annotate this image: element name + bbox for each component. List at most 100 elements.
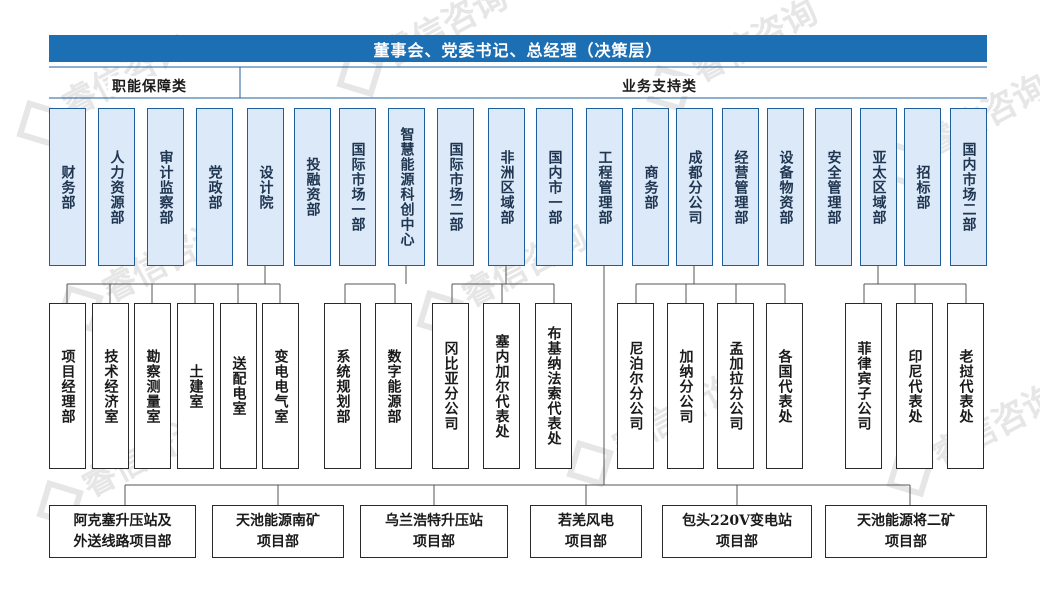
project-label-line1: 乌兰浩特升压站 bbox=[385, 512, 483, 529]
project-label-line2: 项目部 bbox=[413, 533, 455, 550]
project-box: 阿克塞升压站及外送线路项目部 bbox=[49, 505, 196, 558]
dept-box-intl-market-1: 国际市场一部 bbox=[339, 108, 376, 266]
dept-box-design: 设计院 bbox=[247, 108, 284, 266]
dept-box-smart-energy: 智慧能源科创中心 bbox=[388, 108, 425, 266]
project-label-line2: 项目部 bbox=[716, 533, 758, 550]
sub-unit-box: 送配电室 bbox=[220, 303, 257, 469]
dept-label: 国际市场一部 bbox=[349, 142, 366, 232]
dept-box-domestic-2: 国内市场二部 bbox=[950, 108, 987, 266]
sub-unit-box: 各国代表处 bbox=[766, 303, 803, 469]
sub-unit-label: 项目经理部 bbox=[59, 348, 76, 424]
dept-label: 智慧能源科创中心 bbox=[398, 127, 415, 247]
sub-unit-label: 老挝代表处 bbox=[957, 348, 974, 424]
sub-unit-box: 老挝代表处 bbox=[947, 303, 984, 469]
project-label-line2: 外送线路项目部 bbox=[73, 533, 172, 550]
dept-label: 设计院 bbox=[257, 164, 274, 210]
project-label-line1: 阿克塞升压站及 bbox=[73, 512, 172, 529]
sub-unit-label: 印尼代表处 bbox=[906, 348, 923, 424]
sub-unit-box: 塞内加尔代表处 bbox=[483, 303, 520, 469]
sub-unit-label: 数字能源部 bbox=[385, 348, 402, 424]
dept-label: 国内市一部 bbox=[546, 149, 563, 225]
dept-label: 工程管理部 bbox=[596, 149, 613, 225]
decision-layer-box: 董事会、党委书记、总经理（决策层） bbox=[49, 35, 987, 62]
dept-box-investment: 投融资部 bbox=[294, 108, 331, 266]
sub-unit-box: 系统规划部 bbox=[324, 303, 361, 469]
dept-label: 亚太区域部 bbox=[870, 149, 887, 225]
sub-unit-label: 各国代表处 bbox=[776, 348, 793, 424]
dept-label: 人力资源部 bbox=[108, 149, 125, 225]
dept-label: 审计监察部 bbox=[157, 149, 174, 225]
project-label-line1: 天池能源南矿 bbox=[236, 512, 320, 529]
sub-unit-box: 项目经理部 bbox=[49, 303, 86, 469]
dept-box-operations: 经营管理部 bbox=[722, 108, 759, 266]
project-box: 天池能源南矿项目部 bbox=[212, 505, 344, 558]
dept-box-finance: 财务部 bbox=[49, 108, 86, 266]
sub-unit-box: 数字能源部 bbox=[375, 303, 412, 469]
project-box: 天池能源将二矿项目部 bbox=[825, 505, 987, 558]
dept-box-party: 党政部 bbox=[196, 108, 233, 266]
sub-unit-label: 送配电室 bbox=[230, 356, 247, 416]
dept-label: 安全管理部 bbox=[825, 149, 842, 225]
dept-label: 设备物资部 bbox=[777, 149, 794, 225]
sub-unit-box: 冈比亚分公司 bbox=[432, 303, 469, 469]
dept-label: 商务部 bbox=[642, 164, 659, 210]
sub-unit-box: 尼泊尔分公司 bbox=[617, 303, 654, 469]
sub-unit-box: 技术经济室 bbox=[92, 303, 129, 469]
sub-unit-label: 勘察测量室 bbox=[144, 348, 161, 424]
sub-unit-label: 菲律宾子公司 bbox=[855, 341, 872, 431]
project-label-line1: 天池能源将二矿 bbox=[857, 512, 955, 529]
dept-label: 成都分公司 bbox=[686, 149, 703, 225]
project-label-line1: 包头220V变电站 bbox=[681, 512, 793, 529]
sub-unit-label: 孟加拉分公司 bbox=[727, 341, 744, 431]
sub-unit-box: 土建室 bbox=[177, 303, 214, 469]
category-label-business: 业务支持类 bbox=[618, 76, 701, 96]
sub-unit-label: 变电电气室 bbox=[272, 348, 289, 424]
dept-label: 党政部 bbox=[206, 164, 223, 210]
dept-label: 国内市场二部 bbox=[960, 142, 977, 232]
dept-box-equipment: 设备物资部 bbox=[767, 108, 804, 266]
sub-unit-label: 塞内加尔代表处 bbox=[493, 333, 510, 439]
category-label-functional: 职能保障类 bbox=[108, 76, 191, 96]
project-label-line2: 项目部 bbox=[565, 533, 607, 550]
dept-label: 投融资部 bbox=[304, 157, 321, 217]
project-box: 乌兰浩特升压站项目部 bbox=[360, 505, 508, 558]
sub-unit-box: 变电电气室 bbox=[262, 303, 299, 469]
dept-box-africa: 非洲区域部 bbox=[488, 108, 525, 266]
dept-box-domestic-1: 国内市一部 bbox=[536, 108, 573, 266]
dept-box-commerce: 商务部 bbox=[632, 108, 669, 266]
dept-box-chengdu: 成都分公司 bbox=[676, 108, 713, 266]
sub-unit-box: 布基纳法索代表处 bbox=[535, 303, 572, 469]
dept-box-intl-market-2: 国际市场二部 bbox=[437, 108, 474, 266]
project-box: 包头220V变电站项目部 bbox=[662, 505, 812, 558]
dept-box-bidding: 招标部 bbox=[904, 108, 941, 266]
dept-label: 财务部 bbox=[59, 164, 76, 210]
dept-box-hr: 人力资源部 bbox=[98, 108, 135, 266]
dept-label: 招标部 bbox=[914, 164, 931, 210]
sub-unit-label: 布基纳法索代表处 bbox=[545, 326, 562, 446]
dept-label: 经营管理部 bbox=[732, 149, 749, 225]
decision-layer-label: 董事会、党委书记、总经理（决策层） bbox=[373, 40, 663, 60]
sub-unit-box: 印尼代表处 bbox=[896, 303, 933, 469]
dept-box-audit: 审计监察部 bbox=[147, 108, 184, 266]
sub-unit-label: 冈比亚分公司 bbox=[442, 341, 459, 431]
dept-box-engineering: 工程管理部 bbox=[586, 108, 623, 266]
sub-unit-label: 系统规划部 bbox=[334, 348, 351, 424]
sub-unit-label: 技术经济室 bbox=[102, 348, 119, 424]
dept-label: 国际市场二部 bbox=[447, 142, 464, 232]
dept-box-safety: 安全管理部 bbox=[815, 108, 852, 266]
sub-unit-box: 菲律宾子公司 bbox=[845, 303, 882, 469]
project-label-line1: 若羌风电 bbox=[558, 512, 614, 529]
project-label-line2: 项目部 bbox=[257, 533, 299, 550]
sub-unit-box: 加纳分公司 bbox=[667, 303, 704, 469]
sub-unit-label: 尼泊尔分公司 bbox=[627, 341, 644, 431]
sub-unit-label: 加纳分公司 bbox=[677, 348, 694, 424]
sub-unit-label: 土建室 bbox=[187, 363, 204, 409]
sub-unit-box: 孟加拉分公司 bbox=[717, 303, 754, 469]
dept-box-asia-pacific: 亚太区域部 bbox=[860, 108, 897, 266]
sub-unit-box: 勘察测量室 bbox=[134, 303, 171, 469]
project-label-line2: 项目部 bbox=[885, 533, 927, 550]
project-box: 若羌风电项目部 bbox=[530, 505, 642, 558]
dept-label: 非洲区域部 bbox=[498, 149, 515, 225]
